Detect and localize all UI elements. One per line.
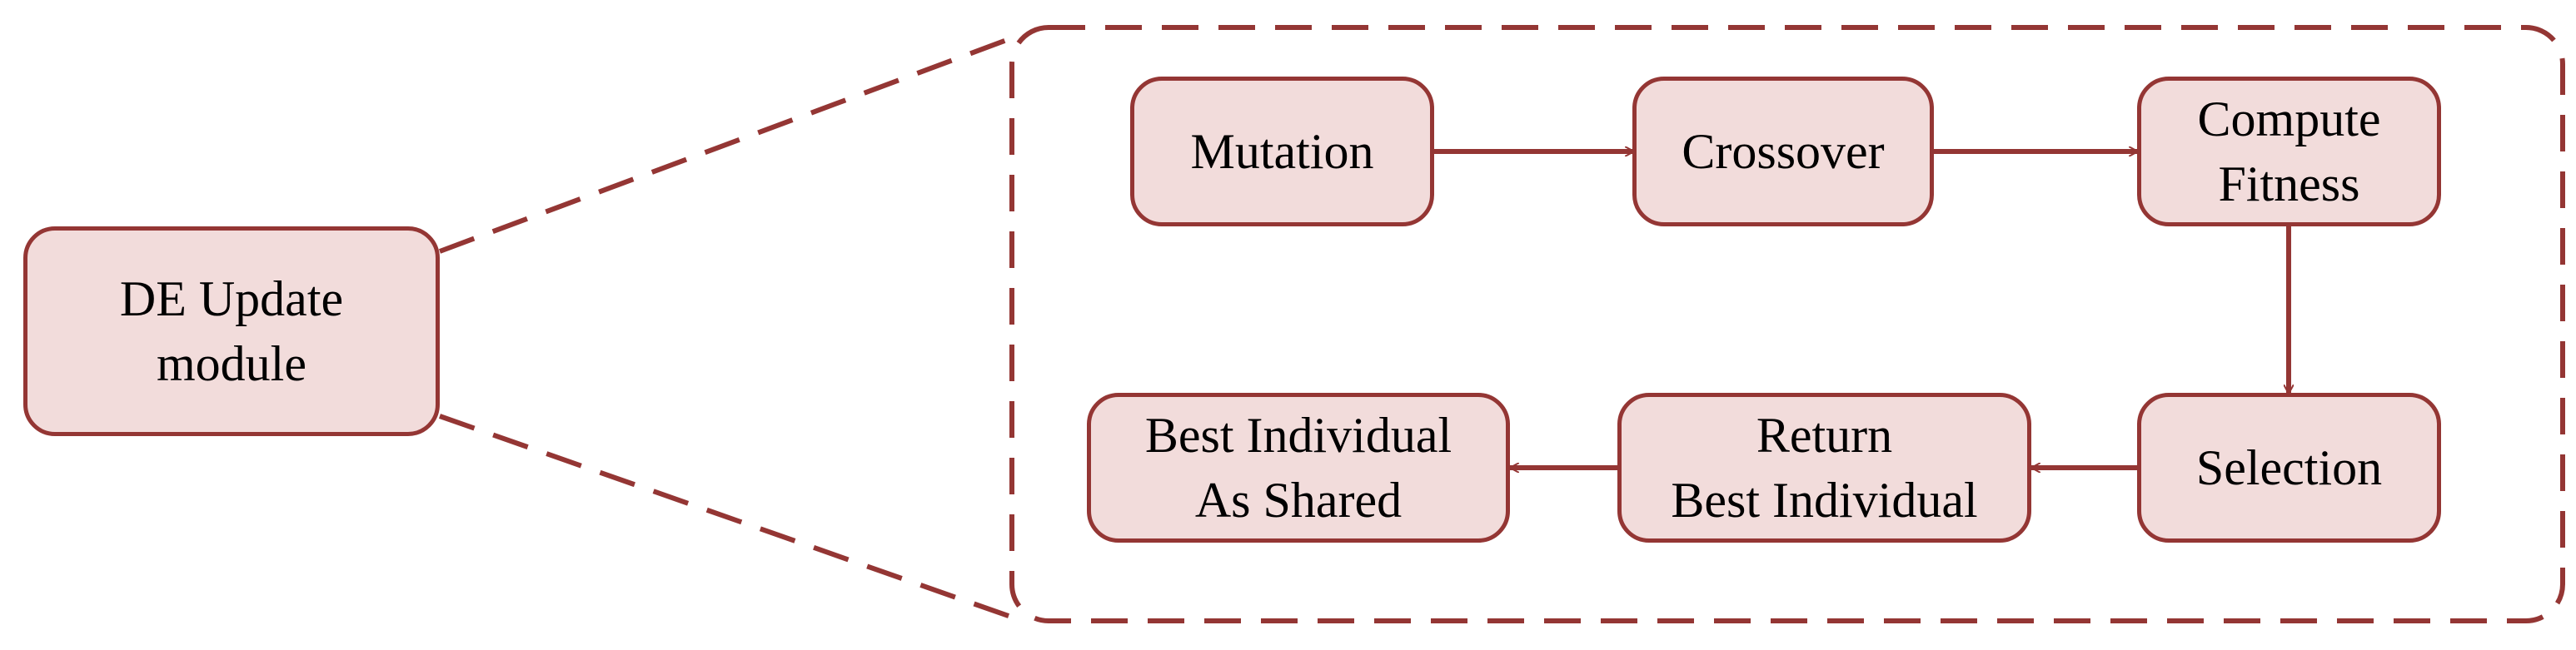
zoom-connector-bottom: [439, 414, 1021, 623]
selection-node: Selection: [2137, 393, 2441, 543]
mutation-node: Mutation: [1130, 77, 1434, 226]
return-best-individual-node: Return Best Individual: [1617, 393, 2031, 543]
compute-fitness-node: Compute Fitness: [2137, 77, 2441, 226]
de-update-module-node: DE Update module: [23, 226, 440, 436]
best-individual-as-shared-node: Best Individual As Shared: [1087, 393, 1510, 543]
detail-enclosure: [1009, 25, 2565, 623]
zoom-connector-top: [438, 32, 1022, 254]
crossover-node: Crossover: [1632, 77, 1934, 226]
